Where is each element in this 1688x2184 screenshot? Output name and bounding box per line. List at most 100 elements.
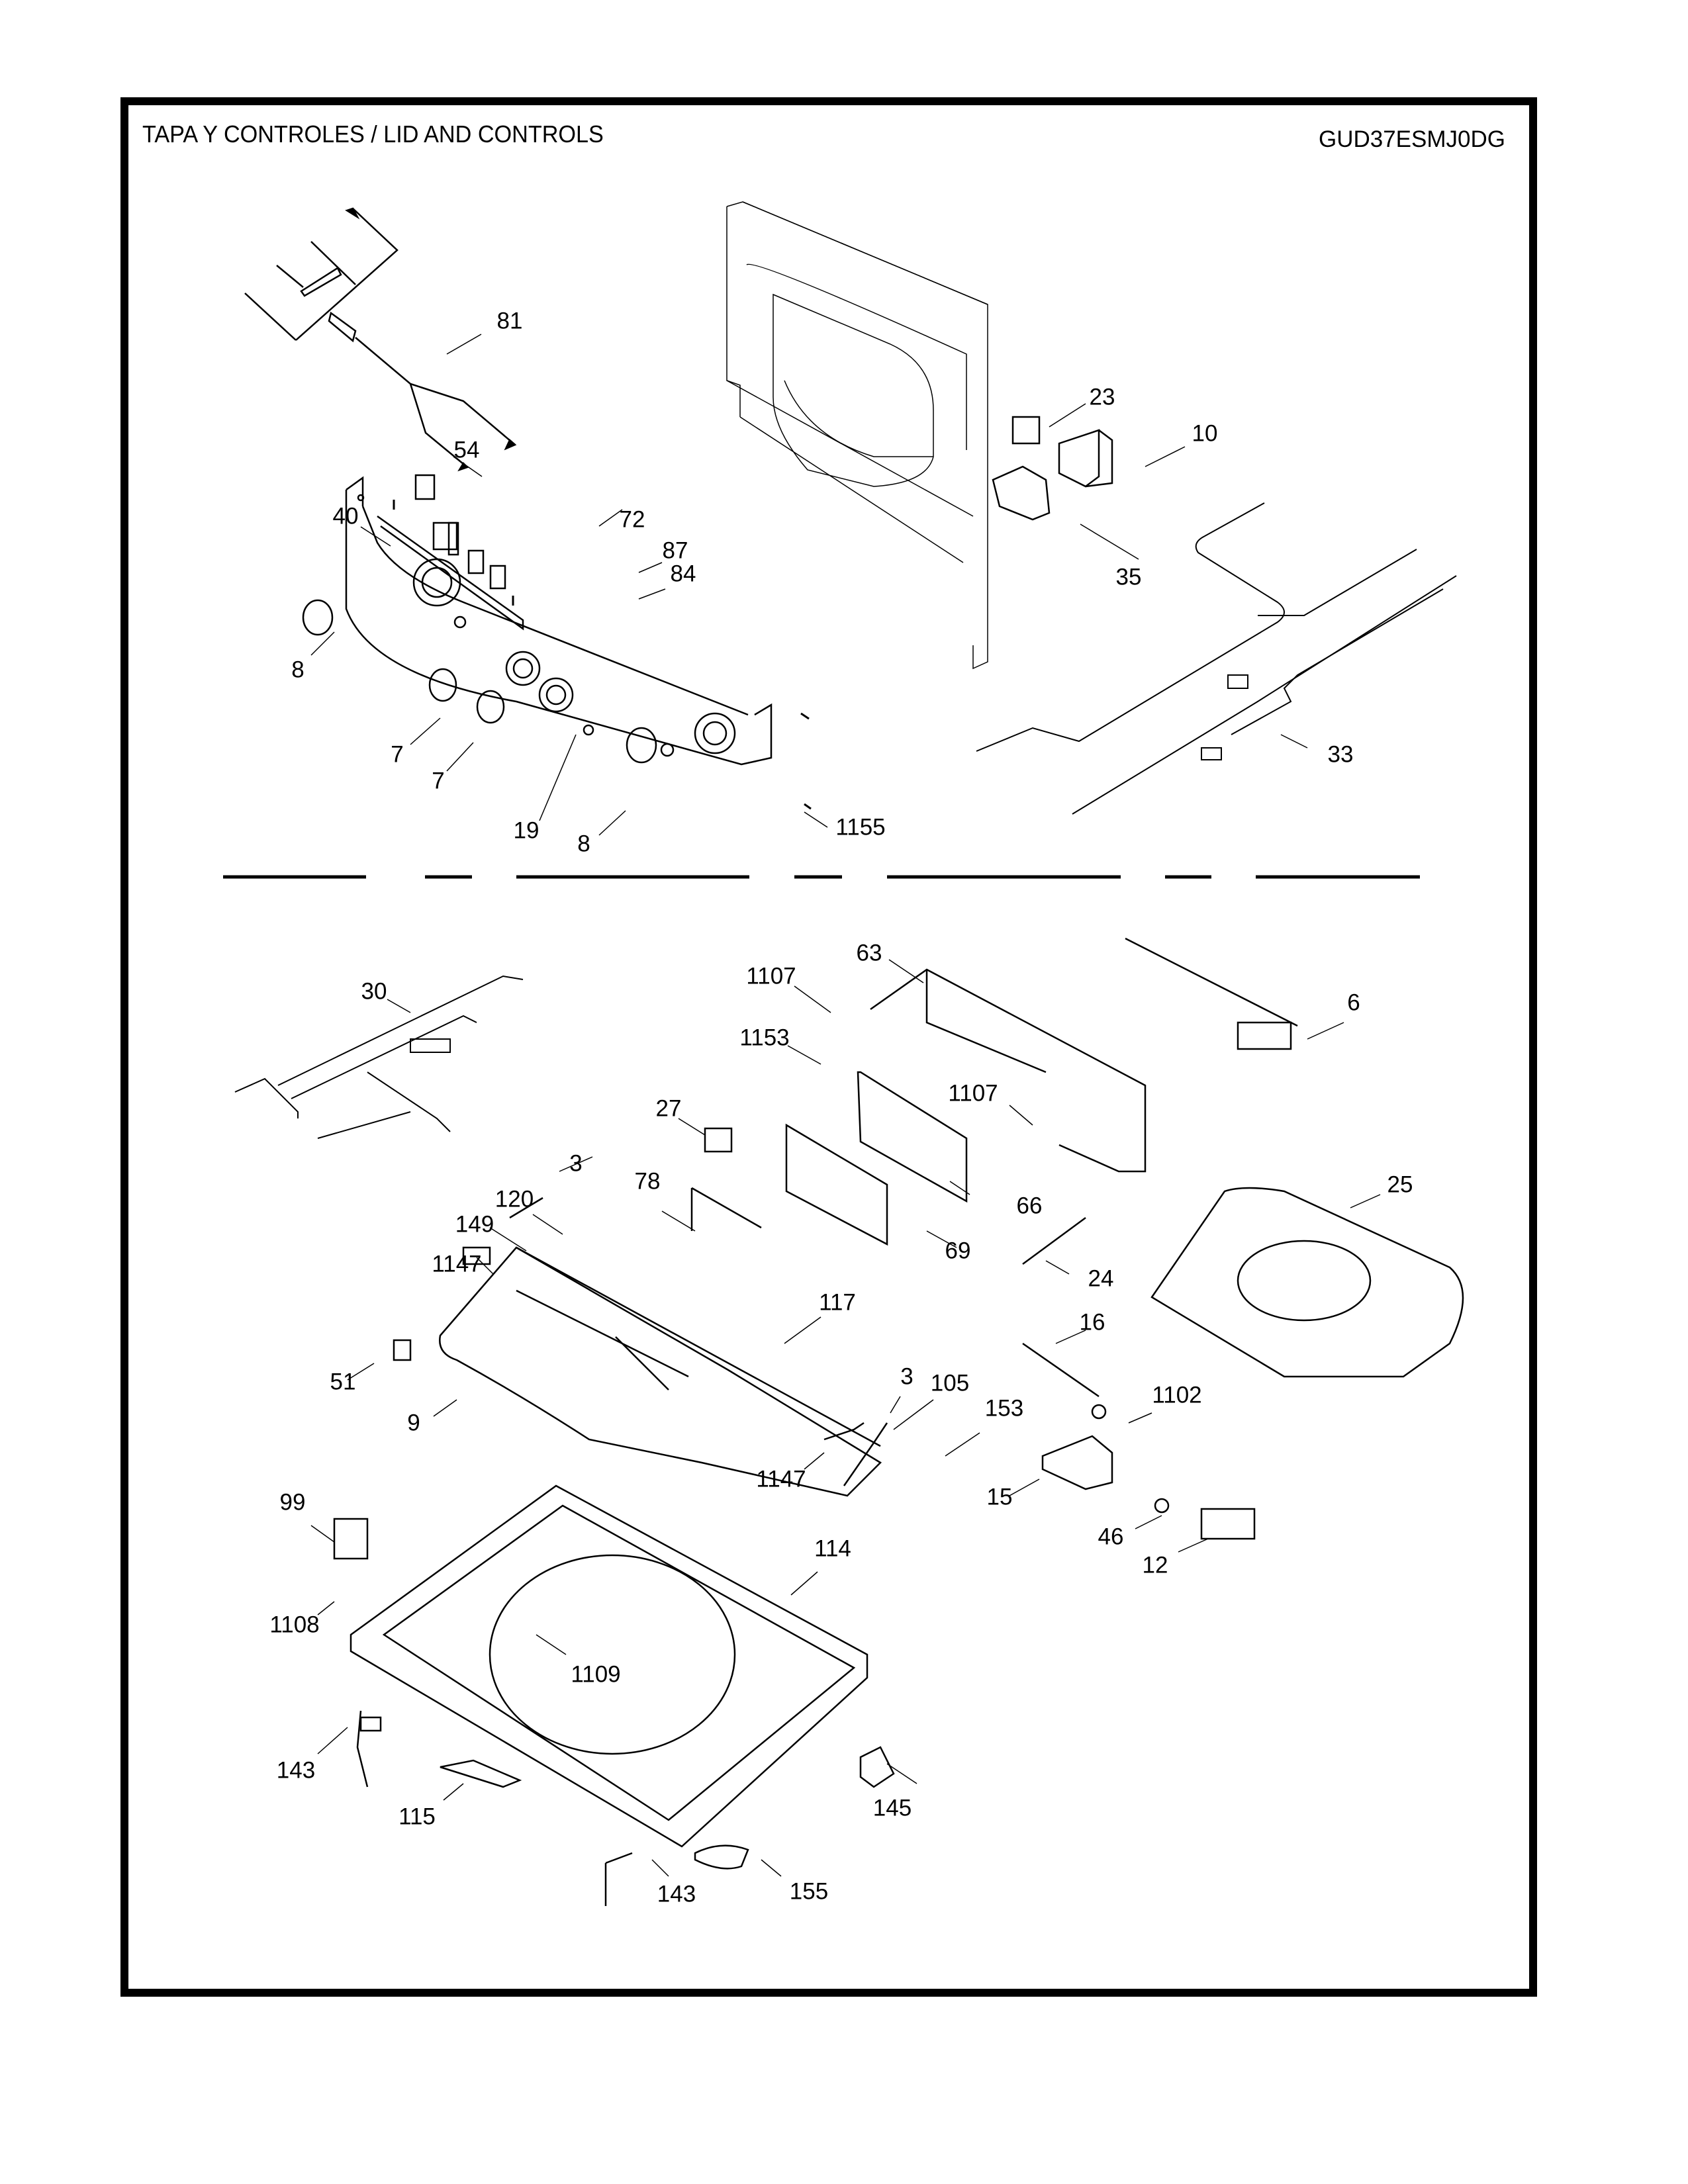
- callout-1109: 1109: [571, 1661, 621, 1688]
- callout-81: 81: [496, 308, 523, 334]
- part-dispenser-15: [1041, 1435, 1113, 1490]
- part-spring-153: [843, 1422, 888, 1486]
- callout-24: 24: [1088, 1265, 1114, 1292]
- part-switch-87: [467, 549, 485, 574]
- callout-1147a: 1147: [432, 1251, 482, 1277]
- part-handle-115: [440, 1759, 522, 1788]
- callout-120: 120: [494, 1186, 534, 1212]
- callout-87: 87: [662, 537, 688, 564]
- part-wire-harness-33: [976, 502, 1457, 815]
- callout-1147b: 1147: [756, 1466, 806, 1492]
- callout-72: 72: [619, 506, 645, 533]
- callout-1107b: 1107: [948, 1080, 998, 1107]
- part-hinge-bracket-145: [859, 1746, 895, 1788]
- callout-143b: 143: [657, 1881, 696, 1907]
- callout-149: 149: [455, 1211, 494, 1238]
- part-sensor-16: [1022, 1342, 1107, 1420]
- part-wire-harness-30: [234, 975, 524, 1139]
- callout-9: 9: [407, 1410, 420, 1436]
- part-hinge-143a: [356, 1710, 382, 1788]
- part-lid-stop-51: [393, 1339, 412, 1361]
- part-knob-7b: [476, 690, 505, 724]
- callout-27: 27: [655, 1095, 682, 1122]
- callout-46: 46: [1098, 1524, 1124, 1550]
- part-timer-bracket-35: [992, 465, 1051, 521]
- callout-51: 51: [330, 1369, 356, 1395]
- part-cap-155: [694, 1844, 749, 1870]
- callout-1153: 1153: [739, 1024, 790, 1051]
- callout-3a: 3: [569, 1150, 583, 1177]
- callout-78: 78: [634, 1168, 661, 1195]
- part-timer-10: [1058, 429, 1113, 488]
- callout-15: 15: [986, 1484, 1013, 1510]
- callout-105: 105: [930, 1370, 970, 1396]
- callout-84: 84: [670, 561, 696, 587]
- callout-63: 63: [856, 940, 882, 966]
- part-wire-harness-81: [244, 207, 517, 472]
- callout-7a: 7: [391, 741, 404, 768]
- part-knob-8a: [302, 599, 334, 636]
- part-lid-117: [439, 1246, 882, 1497]
- callout-16: 16: [1079, 1309, 1105, 1336]
- part-harness-78: [690, 1187, 762, 1231]
- callout-1108: 1108: [269, 1612, 320, 1638]
- part-water-valve-12: [1200, 1508, 1256, 1540]
- callout-25: 25: [1387, 1171, 1413, 1198]
- diagram-border: [120, 97, 1537, 1997]
- callout-1107a: 1107: [746, 963, 796, 989]
- part-button-19: [583, 724, 594, 736]
- part-bracket-63: [870, 968, 1147, 1173]
- callout-115: 115: [399, 1803, 436, 1830]
- callout-8b: 8: [577, 831, 590, 857]
- part-harness-24: [1022, 1216, 1086, 1265]
- part-switch-72: [432, 522, 459, 556]
- part-lid-switch-99: [333, 1518, 369, 1560]
- part-clamp-46: [1154, 1498, 1170, 1514]
- diagram-title: TAPA Y CONTROLES / LID AND CONTROLS: [142, 120, 604, 148]
- callout-6: 6: [1347, 989, 1360, 1016]
- part-lid-lock-149: [462, 1246, 491, 1265]
- screws-upper: [393, 500, 812, 810]
- callout-117: 117: [819, 1289, 856, 1316]
- part-knob-8b: [626, 727, 657, 764]
- callout-33: 33: [1327, 741, 1354, 768]
- model-number: GUD37ESMJ0DG: [1318, 126, 1505, 152]
- callout-143a: 143: [276, 1757, 316, 1784]
- part-harness-6: [1125, 937, 1298, 1050]
- callout-23: 23: [1089, 384, 1115, 410]
- callout-155: 155: [789, 1878, 829, 1905]
- callout-10: 10: [1192, 420, 1218, 447]
- leader-lines: [310, 334, 1381, 1877]
- part-rod-120: [509, 1197, 543, 1219]
- callout-54: 54: [453, 437, 480, 463]
- callout-153: 153: [984, 1395, 1024, 1422]
- part-switch-23: [1011, 416, 1041, 445]
- callout-114: 114: [814, 1535, 851, 1562]
- callout-40: 40: [332, 503, 359, 529]
- callout-35: 35: [1115, 564, 1142, 590]
- callout-99: 99: [279, 1489, 306, 1516]
- callout-145: 145: [872, 1795, 912, 1821]
- part-front-panel: [726, 201, 988, 670]
- part-control-panel-40: [345, 476, 773, 766]
- callout-8a: 8: [291, 657, 305, 683]
- callout-12: 12: [1142, 1552, 1168, 1578]
- callout-1155: 1155: [835, 814, 886, 841]
- callout-7b: 7: [432, 768, 445, 794]
- callout-19: 19: [513, 817, 539, 844]
- part-top-cover-114: [350, 1484, 868, 1848]
- callout-3b: 3: [900, 1363, 914, 1390]
- callout-1102: 1102: [1152, 1382, 1202, 1408]
- part-switch-54: [414, 474, 436, 500]
- callout-66: 66: [1016, 1193, 1043, 1219]
- part-switch-84: [489, 565, 506, 590]
- part-cover-66: [857, 1071, 968, 1203]
- part-hose-kit-25: [1150, 1187, 1464, 1378]
- part-hinge-143b: [604, 1852, 633, 1906]
- part-rod-105: [823, 1422, 865, 1441]
- part-knob-7a: [428, 668, 457, 702]
- callout-69: 69: [945, 1238, 971, 1264]
- part-pressure-switch-27: [704, 1127, 733, 1153]
- part-board-69: [785, 1123, 888, 1246]
